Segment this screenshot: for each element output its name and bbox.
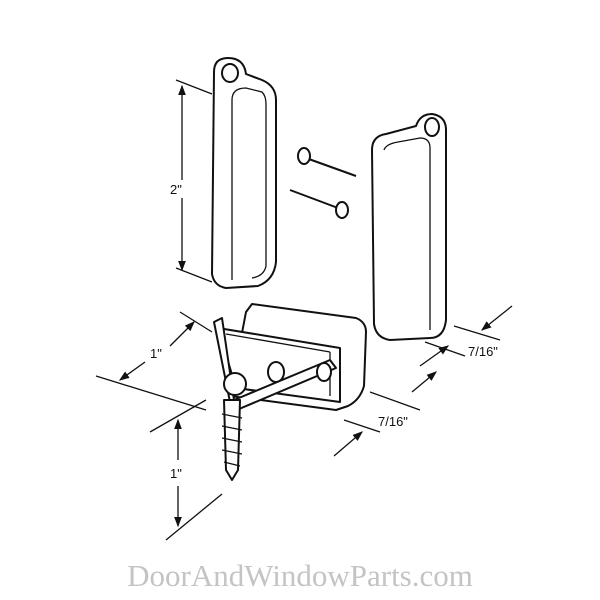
screw (221, 372, 247, 481)
dimension-screw-length (149, 399, 223, 541)
label-clip-height: 2" (170, 182, 182, 197)
right-clip (371, 113, 447, 341)
dimension-bracket-depth (333, 371, 437, 457)
dimension-bracket-width (95, 311, 213, 411)
dimension-clip-depth (419, 305, 513, 367)
dimension-clip-height (175, 79, 213, 283)
watermark: DoorAndWindowParts.com (127, 558, 473, 593)
label-bracket-depth: 7/16" (378, 414, 408, 429)
bracket (213, 303, 367, 413)
nail-lower (289, 189, 349, 219)
label-clip-depth: 7/16" (468, 344, 498, 359)
nail-upper (297, 147, 357, 177)
left-clip (211, 57, 277, 289)
label-screw-length: 1" (170, 466, 182, 481)
label-bracket-width: 1" (150, 346, 162, 361)
